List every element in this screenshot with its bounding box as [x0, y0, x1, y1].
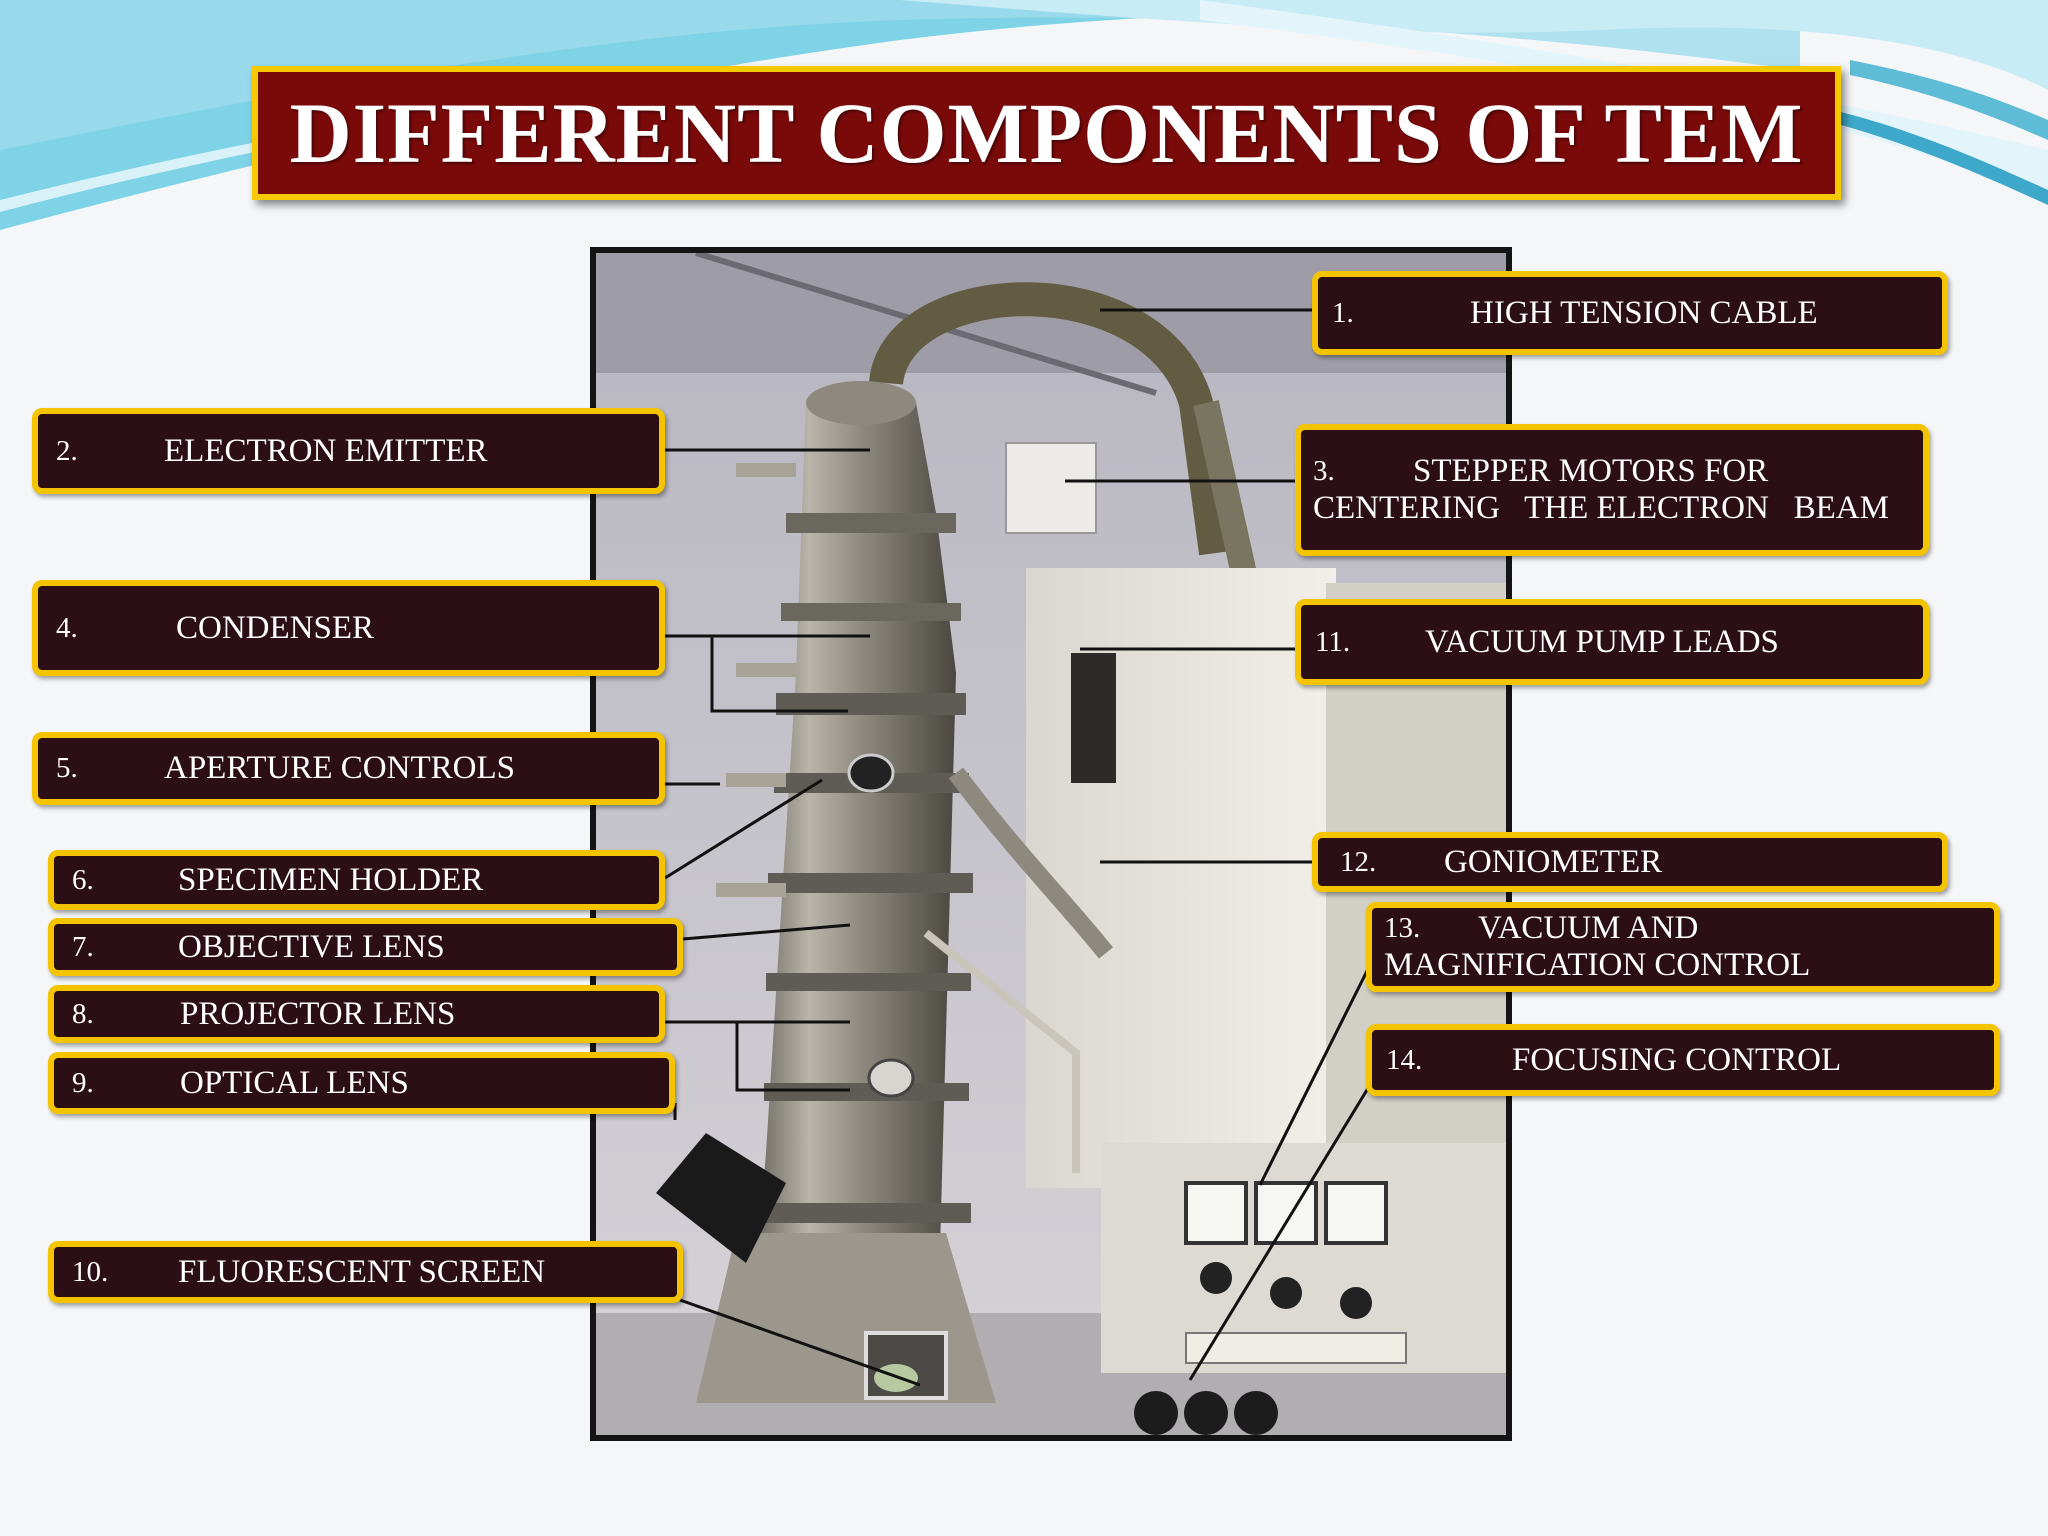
- label-text: FOCUSING CONTROL: [1512, 1041, 1842, 1078]
- label-text: APERTURE CONTROLS: [164, 750, 515, 786]
- label-vacuum-magnification-control: 13. VACUUM AND MAGNIFICATION CONTROL: [1366, 902, 2000, 992]
- label-goniometer: 12. GONIOMETER: [1312, 832, 1948, 892]
- label-text: PROJECTOR LENS: [180, 995, 456, 1032]
- label-fluorescent-screen: 10. FLUORESCENT SCREEN: [48, 1241, 683, 1303]
- label-text: FLUORESCENT SCREEN: [178, 1253, 546, 1290]
- label-focusing-control: 14. FOCUSING CONTROL: [1366, 1024, 2000, 1096]
- label-number: 10.: [72, 1255, 109, 1288]
- label-stepper-motors: 3. STEPPER MOTORS FOR CENTERING THE ELEC…: [1295, 424, 1929, 556]
- label-number: 6.: [72, 863, 94, 896]
- label-number: 3.: [1313, 455, 1335, 487]
- label-number: 11.: [1315, 625, 1351, 658]
- label-number: 1.: [1332, 296, 1354, 329]
- label-text: SPECIMEN HOLDER: [178, 861, 484, 898]
- label-specimen-holder: 6. SPECIMEN HOLDER: [48, 850, 665, 910]
- label-high-tension-cable: 1. HIGH TENSION CABLE: [1312, 271, 1948, 355]
- label-projector-lens: 8. PROJECTOR LENS: [48, 985, 665, 1043]
- label-number: 14.: [1386, 1043, 1423, 1076]
- label-number: 8.: [72, 997, 94, 1030]
- label-objective-lens: 7. OBJECTIVE LENS: [48, 918, 683, 976]
- label-aperture-controls: 5. APERTURE CONTROLS: [32, 732, 665, 805]
- label-text-line2: CENTERING THE ELECTRON BEAM: [1313, 490, 1889, 526]
- label-text: CONDENSER: [176, 609, 375, 646]
- label-optical-lens: 9. OPTICAL LENS: [48, 1052, 675, 1114]
- label-number: 2.: [56, 434, 78, 467]
- label-text-line2: MAGNIFICATION CONTROL: [1384, 947, 1811, 983]
- label-text: OBJECTIVE LENS: [178, 928, 445, 965]
- label-number: 13.: [1384, 912, 1421, 944]
- label-text: ELECTRON EMITTER: [164, 432, 488, 469]
- label-text: GONIOMETER: [1444, 843, 1663, 880]
- slide-title-text: DIFFERENT COMPONENTS OF TEM: [289, 85, 1804, 181]
- label-number: 12.: [1340, 845, 1377, 878]
- label-vacuum-pump-leads: 11. VACUUM PUMP LEADS: [1295, 599, 1929, 685]
- label-number: 4.: [56, 611, 78, 644]
- label-electron-emitter: 2. ELECTRON EMITTER: [32, 408, 665, 494]
- label-number: 9.: [72, 1066, 94, 1099]
- label-text: VACUUM PUMP LEADS: [1425, 623, 1779, 660]
- label-text: VACUUM AND: [1478, 910, 1699, 946]
- label-number: 5.: [56, 752, 78, 784]
- label-text: OPTICAL LENS: [180, 1064, 409, 1101]
- label-number: 7.: [72, 930, 94, 963]
- label-text: HIGH TENSION CABLE: [1470, 294, 1818, 331]
- label-text: STEPPER MOTORS FOR: [1413, 453, 1769, 489]
- slide-title: DIFFERENT COMPONENTS OF TEM: [252, 66, 1841, 200]
- label-condenser: 4. CONDENSER: [32, 580, 665, 676]
